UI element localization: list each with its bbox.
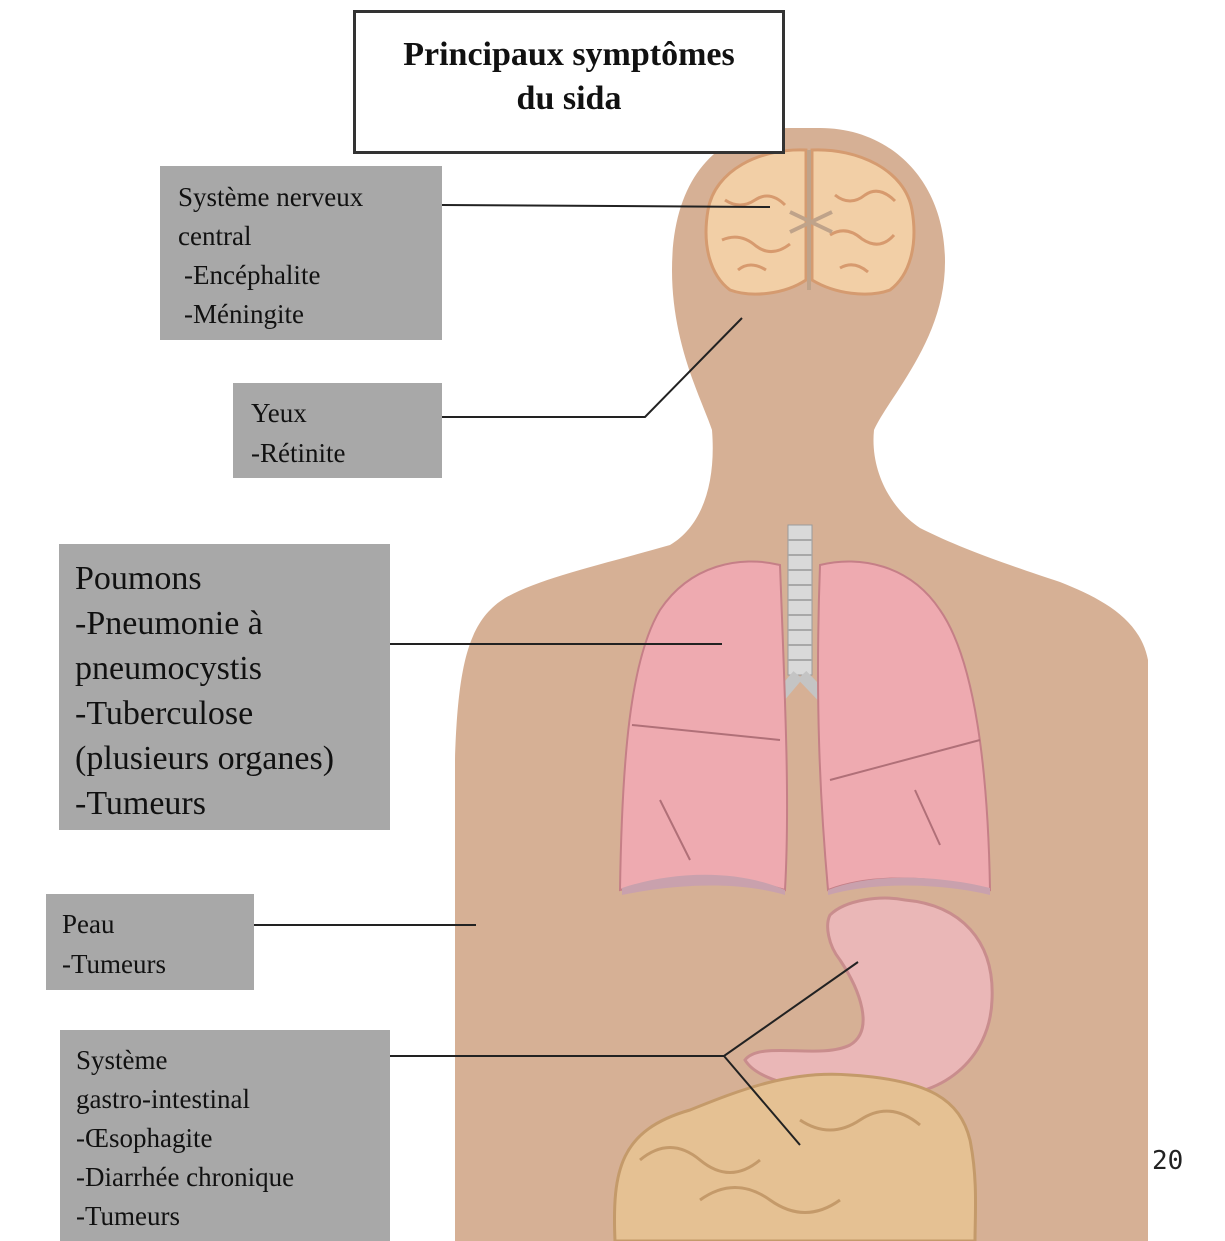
label-line: -Rétinite	[251, 433, 442, 473]
label-line: -Tumeurs	[62, 944, 254, 984]
label-central-nervous-system: Système nerveux central -Encéphalite -Mé…	[160, 166, 442, 340]
label-line: -Tumeurs	[76, 1197, 390, 1236]
title-box: Principaux symptômes du sida	[353, 10, 785, 154]
label-line: gastro-intestinal	[76, 1080, 390, 1119]
title-line-1: Principaux symptômes	[403, 33, 735, 77]
label-line: -Œsophagite	[76, 1119, 390, 1158]
label-line: pneumocystis	[75, 646, 390, 691]
label-line: -Pneumonie à	[75, 601, 390, 646]
label-line: -Tuberculose	[75, 691, 390, 736]
label-line: Yeux	[251, 393, 442, 433]
label-line: Peau	[62, 904, 254, 944]
label-line: -Diarrhée chronique	[76, 1158, 390, 1197]
brain	[706, 150, 914, 294]
page-number: 20	[1152, 1146, 1183, 1176]
label-line: Système	[76, 1041, 390, 1080]
label-gastrointestinal-system: Système gastro-intestinal -Œsophagite -D…	[60, 1030, 390, 1241]
label-line: central	[178, 217, 442, 256]
label-skin: Peau -Tumeurs	[46, 894, 254, 990]
title-line-2: du sida	[517, 77, 622, 121]
label-line: -Méningite	[178, 295, 442, 334]
label-eyes: Yeux -Rétinite	[233, 383, 442, 478]
label-lungs: Poumons -Pneumonie à pneumocystis -Tuber…	[59, 544, 390, 830]
label-line: Poumons	[75, 556, 390, 601]
label-line: (plusieurs organes)	[75, 736, 390, 781]
label-line: -Encéphalite	[178, 256, 442, 295]
label-line: -Tumeurs	[75, 781, 390, 826]
label-line: Système nerveux	[178, 178, 442, 217]
